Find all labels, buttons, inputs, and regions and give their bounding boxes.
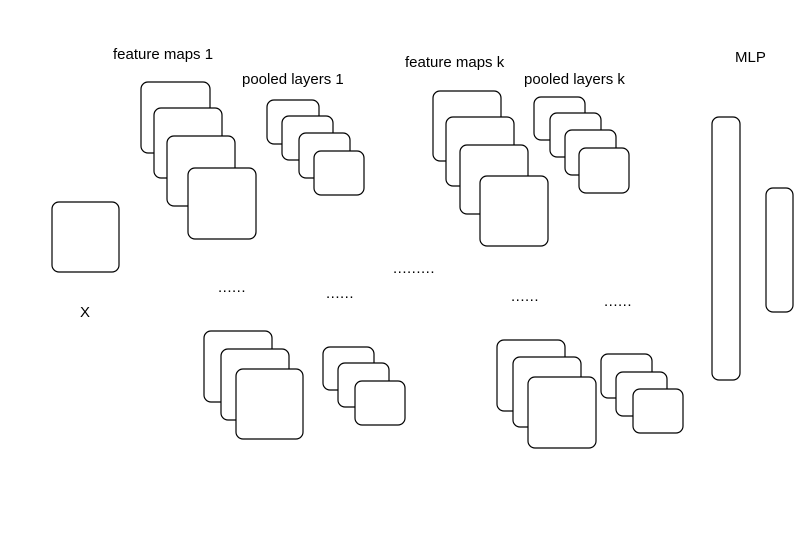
pooled-layer	[578, 147, 630, 194]
feature-map	[527, 376, 597, 449]
feature-maps-1-ellipsis: ......	[218, 279, 247, 296]
feature-maps-1-top-stack	[140, 81, 257, 240]
mlp-label: MLP	[735, 49, 766, 66]
pooled-layers-1-top-stack	[266, 99, 365, 196]
pooled-layers-1-label: pooled layers 1	[242, 71, 344, 88]
pooled-layers-k-bottom-stack	[600, 353, 684, 434]
pooled-layers-k-ellipsis: ......	[604, 293, 633, 310]
input-label: X	[80, 304, 91, 321]
mlp-bar-small	[765, 187, 794, 313]
mlp-bar-large	[711, 116, 741, 381]
feature-maps-1-label: feature maps 1	[113, 46, 214, 63]
feature-maps-k-top-stack	[432, 90, 549, 247]
feature-map	[235, 368, 304, 440]
pooled-layers-1-ellipsis: ......	[326, 285, 355, 302]
pooled-layers-1-bottom-stack	[322, 346, 406, 426]
feature-maps-1-bottom-stack	[203, 330, 304, 440]
pooled-layer	[313, 150, 365, 196]
feature-maps-k-label: feature maps k	[405, 54, 505, 71]
input-box	[51, 201, 120, 273]
feature-map	[187, 167, 257, 240]
feature-maps-k-ellipsis: ......	[511, 288, 540, 305]
between-stages-ellipsis: .........	[393, 260, 436, 277]
pooled-layer	[354, 380, 406, 426]
pooled-layer	[632, 388, 684, 434]
pooled-layers-k-label: pooled layers k	[524, 71, 625, 88]
feature-maps-k-bottom-stack	[496, 339, 597, 449]
pooled-layers-k-top-stack	[533, 96, 630, 194]
feature-map	[479, 175, 549, 247]
